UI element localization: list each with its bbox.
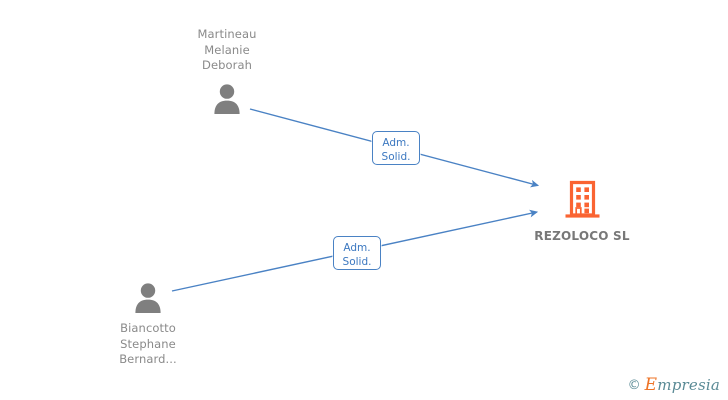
person-avatar-icon — [214, 83, 240, 114]
edge-label-adm-solid-bottom[interactable]: Adm. Solid. — [333, 236, 381, 270]
person-bottom-label: Biancotto Stephane Bernard... — [119, 321, 177, 366]
brand-initial: E — [644, 375, 658, 395]
copyright-icon: © — [627, 378, 641, 393]
watermark: © Empresia — [628, 377, 720, 394]
graph-node-person-bottom[interactable]: Biancotto Stephane Bernard... — [78, 282, 218, 368]
person-top-avatar[interactable] — [157, 83, 297, 114]
company-label: REZOLOCO SL — [534, 229, 630, 243]
person-bottom-avatar[interactable] — [78, 282, 218, 313]
graph-node-company[interactable]: REZOLOCO SL — [512, 180, 652, 243]
person-avatar-icon — [135, 283, 161, 313]
brand-wordmark: Empresia — [645, 377, 720, 394]
office-building-icon — [565, 180, 599, 218]
edge-label-adm-solid-top[interactable]: Adm. Solid. — [372, 131, 420, 165]
company-icon-wrapper — [512, 180, 652, 219]
brand-rest: mpresia — [657, 376, 720, 394]
graph-node-person-top[interactable]: Martineau Melanie Deborah — [157, 27, 297, 114]
person-top-label: Martineau Melanie Deborah — [197, 27, 257, 72]
